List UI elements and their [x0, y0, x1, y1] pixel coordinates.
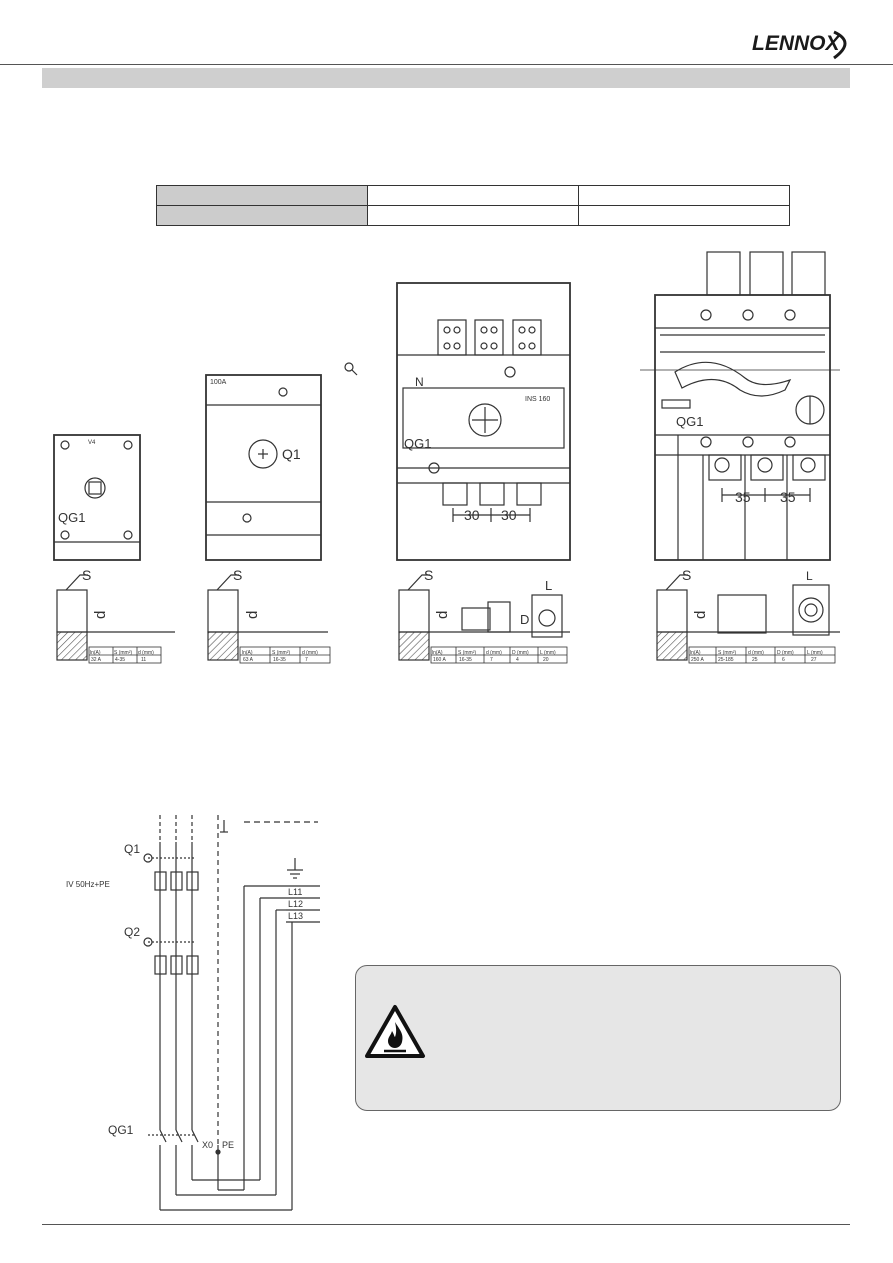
d4-v3: 6: [782, 657, 785, 663]
line-l11: L11: [288, 887, 302, 897]
section-band: [42, 68, 850, 88]
d3-side-l: L: [545, 578, 552, 593]
q2-label: Q2: [124, 925, 140, 939]
d4-label: QG1: [676, 414, 703, 429]
d3-h0: ln(A): [432, 650, 443, 656]
isolator-drawings: V4 QG1 100A Q1 N INS 160 QG1: [53, 251, 840, 664]
line-l13: L13: [288, 911, 303, 921]
d1-v2: 11: [141, 657, 146, 663]
d3-side-d: D: [520, 612, 529, 627]
d1-label: QG1: [58, 510, 85, 525]
isolator-drawing-1: V4 QG1: [53, 434, 141, 561]
d1-v0: 32 A: [91, 657, 102, 663]
d2-top-text: 100A: [210, 379, 227, 386]
table-cell: [578, 205, 790, 226]
d4-d-label: d: [692, 611, 709, 619]
d3-h4: L (mm): [540, 650, 556, 656]
wiring-schematic: Q1 IV 50Hz+PE Q2 QG1 L11 L12 L13 X0 PE: [66, 815, 320, 1211]
d4-s-label: S: [682, 567, 691, 583]
d1-h1: S (mm²): [114, 650, 132, 656]
d1-s-label: S: [82, 567, 91, 583]
d4-h1: S (mm²): [718, 650, 736, 656]
spec-table: [156, 185, 790, 226]
lennox-logo: LENNOX: [752, 30, 847, 60]
d4-h0: ln(A): [690, 650, 701, 656]
terminal-label: X0: [202, 1140, 213, 1150]
isolator-drawing-4: QG1 35 35: [640, 251, 840, 561]
d2-h2: d (mm): [302, 650, 318, 656]
table-cell: [156, 185, 368, 206]
d3-h1: S (mm²): [458, 650, 476, 656]
d4-v2: 25: [752, 657, 758, 663]
d1-h2: d (mm): [138, 650, 154, 656]
d2-v0: 63 A: [243, 657, 254, 663]
table-cell: [367, 185, 579, 206]
table-cell: [578, 185, 790, 206]
d3-v4: 20: [543, 657, 549, 663]
cable-table-1: ln(A) S (mm²) d (mm) 32 A 4-35 11: [88, 646, 162, 664]
logo-swoosh: [833, 30, 847, 60]
d2-h1: S (mm²): [272, 650, 290, 656]
table-row: [156, 205, 790, 226]
d4-h4: L (mm): [807, 650, 823, 656]
cable-table-2: ln(A) S (mm²) d (mm) 63 A 16-35 7: [239, 646, 331, 664]
d3-dim-a: 30: [464, 507, 480, 523]
cable-detail-2: S d: [207, 567, 328, 661]
d3-h2: d (mm): [486, 650, 502, 656]
isolator-drawing-2: 100A Q1: [205, 374, 322, 561]
qg1-label: QG1: [108, 1123, 134, 1137]
warning-box: [355, 965, 841, 1111]
d4-dim-b: 35: [780, 489, 796, 505]
d2-v1: 16-35: [273, 657, 286, 663]
header-rule: [0, 64, 893, 65]
d2-label: Q1: [282, 446, 301, 462]
cable-table-3: ln(A) S (mm²) d (mm) D (mm) L (mm) 160 A…: [430, 646, 568, 664]
d1-v1: 4-35: [115, 657, 125, 663]
d3-dim-b: 30: [501, 507, 517, 523]
d3-d-label: d: [434, 611, 451, 619]
d3-model: INS 160: [525, 396, 550, 403]
d3-label-n: N: [415, 375, 424, 389]
d4-v0: 250 A: [691, 657, 704, 663]
d4-v4: 27: [811, 657, 817, 663]
d4-v1: 25-185: [718, 657, 734, 663]
supply-label: IV 50Hz+PE: [66, 880, 110, 889]
cable-detail-3: S d D L: [398, 567, 570, 661]
d3-h3: D (mm): [512, 650, 529, 656]
isolator-drawing-3: N INS 160 QG1 30 30: [396, 282, 571, 561]
d3-v2: 7: [490, 657, 493, 663]
d4-h3: D (mm): [777, 650, 794, 656]
d3-v0: 160 A: [433, 657, 446, 663]
d2-d-label: d: [244, 611, 261, 619]
cable-table-4: ln(A) S (mm²) d (mm) D (mm) L (mm) 250 A…: [688, 646, 836, 664]
line-l12: L12: [288, 899, 303, 909]
d4-side-l: L: [806, 569, 813, 583]
d2-v2: 7: [305, 657, 308, 663]
d4-dim-a: 35: [735, 489, 751, 505]
magnifier-icon: [344, 362, 358, 376]
flammable-warning-icon: [365, 1005, 425, 1058]
d2-s-label: S: [233, 567, 242, 583]
table-cell: [367, 205, 579, 226]
d1-top-text: V4: [88, 440, 96, 446]
table-cell: [156, 205, 368, 226]
cable-detail-4: S d L: [656, 567, 840, 661]
pe-label: PE: [222, 1140, 234, 1150]
d3-s-label: S: [424, 567, 433, 583]
d3-v3: 4: [516, 657, 519, 663]
footer-rule: [42, 1224, 850, 1225]
d4-h2: d (mm): [748, 650, 764, 656]
d1-d-label: d: [92, 611, 109, 619]
q1-label: Q1: [124, 842, 140, 856]
d3-v1: 16-35: [459, 657, 472, 663]
d1-h0: ln(A): [90, 650, 101, 656]
logo-text: LENNOX: [752, 32, 842, 55]
table-row: [156, 185, 790, 206]
cable-detail-1: S d: [56, 567, 175, 661]
d3-label: QG1: [404, 436, 431, 451]
d2-h0: ln(A): [242, 650, 253, 656]
